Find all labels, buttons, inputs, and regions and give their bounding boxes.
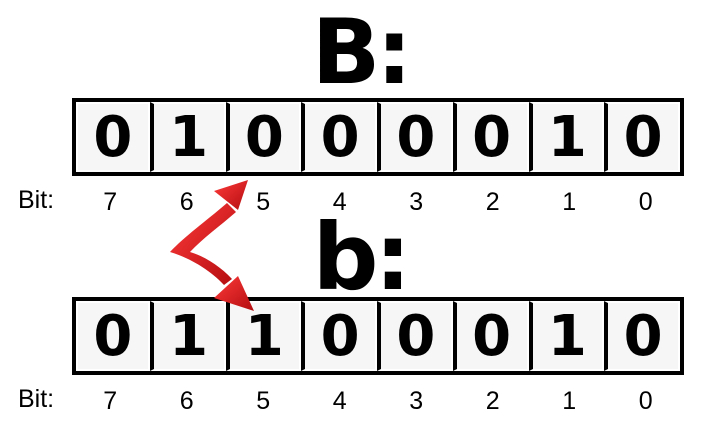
- bit-index: 4: [332, 387, 347, 415]
- bit-index: 5: [256, 387, 271, 415]
- bit-index: 1: [562, 387, 577, 415]
- bit-index-list: 7 6 5 4 3 2 1 0: [72, 387, 684, 416]
- bit-cell-0: 0: [604, 301, 680, 371]
- bit-index: 6: [179, 387, 194, 415]
- bit-cell-5: 0: [225, 102, 302, 172]
- bit-index: 0: [638, 188, 653, 216]
- bit-cell-1: 1: [528, 301, 605, 371]
- bit-cell-2: 0: [452, 301, 529, 371]
- bit-cell-2: 0: [452, 102, 529, 172]
- bit-index-list: 7 6 5 4 3 2 1 0: [72, 188, 684, 217]
- bit-index: 1: [562, 188, 577, 216]
- bit-cell-7: 0: [76, 102, 150, 172]
- bit-cell-6: 1: [149, 301, 226, 371]
- heading-uppercase-b: B:: [311, 0, 413, 105]
- heading-lowercase-b: b:: [312, 204, 412, 311]
- bit-cell-5-changed: 1: [225, 301, 302, 371]
- bit-cell-3: 0: [377, 301, 453, 371]
- register-bottom: 0 1 1 0 0 0 1 0: [72, 297, 684, 375]
- bit-cell-6: 1: [149, 102, 226, 172]
- bit-cell-4: 0: [301, 301, 377, 371]
- bit-index: 3: [409, 188, 424, 216]
- bit-cell-1: 1: [528, 102, 605, 172]
- bit-index: 4: [332, 188, 347, 216]
- bit-index-row-top: Bit: 7 6 5 4 3 2 1 0: [0, 186, 720, 220]
- bit-index: 5: [256, 188, 271, 216]
- bit-index: 7: [103, 188, 118, 216]
- bit-index: 0: [638, 387, 653, 415]
- bit-cell-0: 0: [604, 102, 680, 172]
- bit-index: 2: [485, 387, 500, 415]
- bit-cell-3: 0: [377, 102, 453, 172]
- bit-label: Bit:: [18, 385, 55, 413]
- bit-index: 7: [103, 387, 118, 415]
- bit-cell-4: 0: [301, 102, 377, 172]
- register-top: 0 1 0 0 0 0 1 0: [72, 98, 684, 176]
- bit-index-row-bottom: Bit: 7 6 5 4 3 2 1 0: [0, 385, 720, 419]
- bit-cell-7: 0: [76, 301, 150, 371]
- bit-index: 2: [485, 188, 500, 216]
- bit-label: Bit:: [18, 186, 55, 214]
- bit-index: 3: [409, 387, 424, 415]
